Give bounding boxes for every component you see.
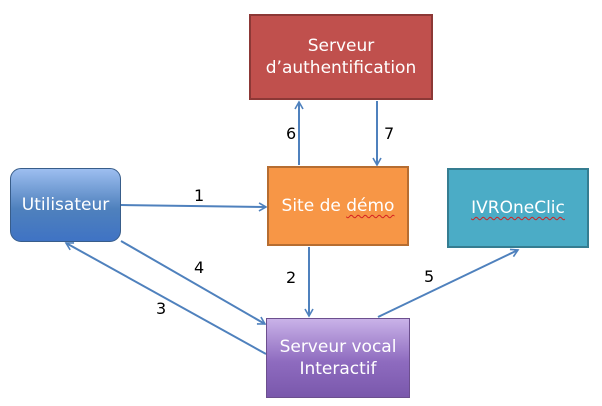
ivroneclic-node: IVROneClic bbox=[447, 168, 589, 248]
ivr-server-label-line1: Serveur vocal bbox=[279, 337, 397, 357]
user-node: Utilisateur bbox=[10, 168, 121, 242]
demo-site-label: Site de démo bbox=[282, 195, 395, 217]
edge-label-5: 5 bbox=[424, 267, 435, 286]
arrow-3 bbox=[64, 242, 267, 355]
edge-label-1: 1 bbox=[194, 186, 205, 205]
ivr-server-node: Serveur vocal Interactif bbox=[266, 318, 410, 398]
edge-label-6: 6 bbox=[286, 124, 297, 143]
auth-server-label-line1: Serveur bbox=[307, 36, 375, 56]
arrow-4 bbox=[120, 240, 267, 325]
edge-label-3: 3 bbox=[156, 299, 167, 318]
edge-label-7: 7 bbox=[384, 124, 395, 143]
user-label: Utilisateur bbox=[21, 195, 110, 215]
demo-site-node: Site de démo bbox=[267, 166, 409, 246]
ivroneclic-label: IVROneClic bbox=[471, 198, 565, 218]
demo-site-label-underlined: démo bbox=[346, 196, 395, 216]
edge-label-2: 2 bbox=[286, 268, 297, 287]
demo-site-label-text: Site de bbox=[281, 196, 347, 216]
arrow-5 bbox=[377, 248, 520, 318]
auth-server-label-line2: d’authentification bbox=[265, 58, 417, 78]
edge-label-4: 4 bbox=[194, 258, 205, 277]
auth-server-node: Serveur d’authentification bbox=[249, 14, 433, 100]
arrow-1 bbox=[120, 202, 268, 212]
ivr-server-label-line2: Interactif bbox=[299, 359, 377, 379]
